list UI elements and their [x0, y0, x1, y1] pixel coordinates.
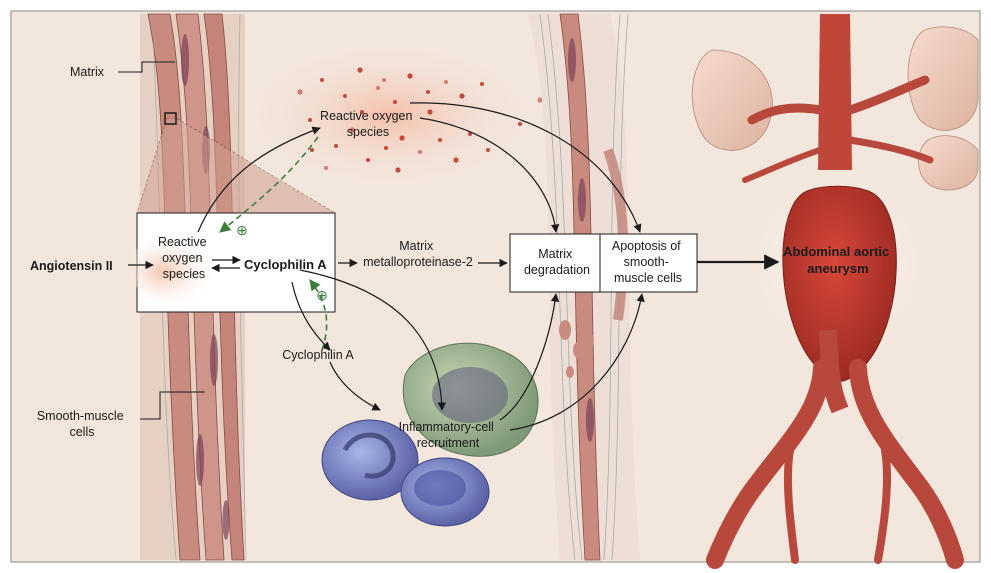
aaa-label: Abdominal aortic aneurysm: [783, 244, 893, 276]
aaa-label-line1: Abdominal aortic: [783, 244, 889, 259]
ros-dot: [310, 148, 314, 152]
zoom-wedge: [136, 117, 337, 214]
matrix-label: Matrix: [70, 65, 105, 79]
ros-dot: [382, 78, 386, 82]
ros-dot: [393, 100, 397, 104]
ros-box-label-line3: species: [163, 267, 205, 281]
ros-dot: [459, 93, 465, 99]
ros-dot: [297, 89, 303, 95]
ros-box-label: Reactive oxygen species: [158, 235, 210, 281]
matrix-degradation-label-line2: degradation: [524, 263, 590, 277]
ros-top-label: Reactive oxygen species: [320, 109, 416, 139]
ros-dot: [334, 144, 338, 148]
ros-dot: [357, 67, 363, 73]
ros-dot: [537, 97, 543, 103]
apoptosis-label-line2: smooth-: [624, 255, 669, 269]
ros-dot: [518, 122, 522, 126]
ros-dot: [343, 94, 347, 98]
ros-dot: [418, 150, 422, 154]
positive-feedback-plus-bottom: ⊕: [316, 287, 328, 303]
smooth-muscle-label: Smooth-muscle cells: [37, 409, 127, 439]
ros-dot: [360, 110, 364, 114]
apoptosis-label: Apoptosis of smooth- muscle cells: [612, 239, 684, 285]
ros-dot: [399, 135, 405, 141]
aorta-illustration: [691, 14, 979, 569]
apoptosis-box: [599, 233, 698, 293]
inflammatory-cells-illustration: [321, 342, 539, 527]
ros-dot: [349, 127, 355, 133]
apoptosis-label-line1: Apoptosis of: [612, 239, 681, 253]
mmp2-label-line1: Matrix: [399, 239, 434, 253]
ros-dot: [468, 132, 472, 136]
ros-dot: [376, 86, 380, 90]
ros-dot: [453, 157, 459, 163]
matrix-degradation-label-line1: Matrix: [538, 247, 573, 261]
ros-cloud: [240, 40, 543, 190]
ros-dot: [366, 158, 370, 162]
mmp2-label-line2: metalloproteinase-2: [363, 255, 473, 269]
box-ros-glow: [130, 228, 240, 308]
pathway-arrows: [128, 102, 780, 431]
ros-dot: [395, 167, 401, 173]
smooth-muscle-label-line2: cells: [69, 425, 94, 439]
ros-dot: [308, 118, 312, 122]
ros-top-label-line1: Reactive oxygen: [320, 109, 412, 123]
inflammatory-recruitment-label-line2: recruitment: [417, 436, 480, 450]
matrix-degradation-box: [509, 233, 605, 293]
ros-box-label-line1: Reactive: [158, 235, 207, 249]
matrix-leader-line: [118, 61, 175, 73]
cyclophilin-a-label: Cyclophilin A: [244, 257, 327, 272]
ros-dot: [438, 138, 442, 142]
ros-dot: [444, 80, 448, 84]
ros-dot: [480, 82, 484, 86]
aaa-label-line2: aneurysm: [807, 261, 868, 276]
apoptosis-label-line3: muscle cells: [614, 271, 682, 285]
smooth-muscle-label-line1: Smooth-muscle: [37, 409, 124, 423]
angiotensin-label: Angiotensin II: [30, 259, 113, 273]
positive-feedback-plus-top: ⊕: [236, 222, 248, 238]
ros-dot: [486, 148, 490, 152]
ros-dot: [324, 166, 328, 170]
ros-box-label-line2: oxygen: [162, 251, 202, 265]
cyclophilin-a-secreted-label: Cyclophilin A: [282, 348, 354, 362]
inflammatory-recruitment-label: Inflammatory-cell recruitment: [399, 420, 498, 450]
ros-dot: [426, 90, 430, 94]
matrix-degradation-label: Matrix degradation: [524, 247, 590, 277]
ros-dot: [427, 109, 433, 115]
ros-dot: [407, 73, 413, 79]
inflammatory-recruitment-label-line1: Inflammatory-cell: [399, 420, 494, 434]
mmp2-label: Matrix metalloproteinase-2: [363, 239, 473, 269]
ros-top-label-line2: species: [347, 125, 389, 139]
smooth-muscle-leader-line: [140, 391, 205, 420]
zoom-marker-square: [164, 112, 177, 125]
ros-dot: [320, 78, 324, 82]
ros-dot: [384, 146, 388, 150]
